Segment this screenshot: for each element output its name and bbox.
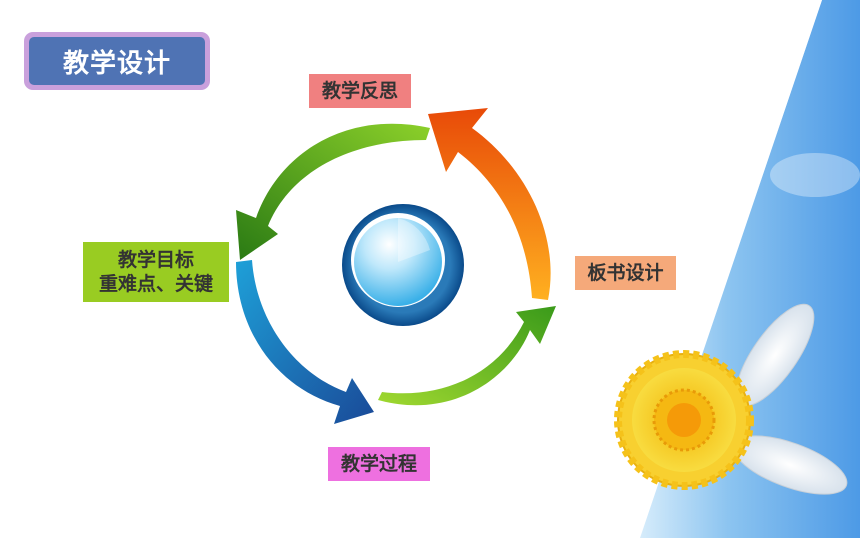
center-highlight	[398, 218, 430, 262]
step-label-goals-line1: 教学目标	[117, 249, 194, 271]
step-label-reflect: 教学反思	[309, 74, 411, 108]
title-box: 教学设计	[24, 32, 210, 90]
page-title: 教学设计	[29, 37, 205, 85]
arrow-green-top	[236, 123, 430, 260]
step-label-goals-line2: 重难点、关键	[98, 273, 213, 295]
cloud	[770, 153, 860, 197]
step-label-process: 教学过程	[328, 447, 430, 481]
step-label-goals: 教学目标 重难点、关键	[83, 242, 229, 302]
step-label-board: 板书设计	[575, 256, 676, 290]
arrow-green-bottom	[378, 306, 556, 406]
arrow-orange	[428, 108, 551, 300]
sunflower-icon	[614, 350, 754, 490]
arrow-blue	[236, 260, 374, 424]
center-disc	[354, 218, 442, 306]
